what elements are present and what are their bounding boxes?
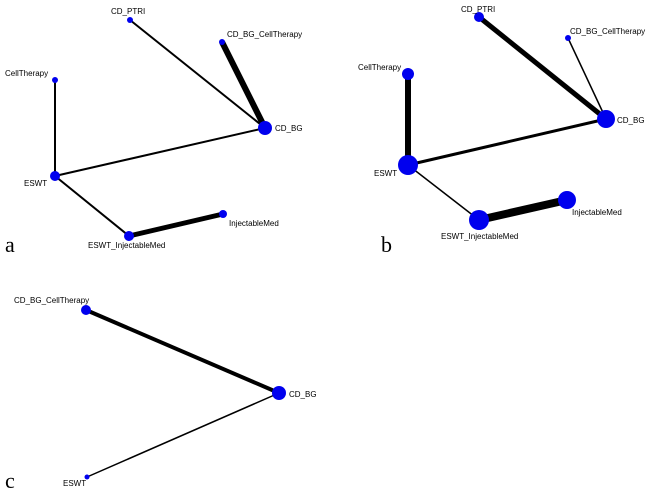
- label-cd-bg: CD_BG: [617, 116, 645, 125]
- node-cd-ptri: [127, 17, 133, 23]
- edge-eswt-cdbg: [54, 127, 266, 177]
- panel-b-edges: [405, 15, 608, 224]
- edge-eswtinjectablemed-injectablemed: [478, 196, 568, 224]
- panel-letter-b: b: [381, 232, 392, 257]
- node-cd-ptri: [474, 12, 484, 22]
- panel-b: CD_PTRI CD_BG_CellTherapy CellTherapy CD…: [358, 5, 645, 257]
- node-cd-bg: [597, 110, 615, 128]
- label-eswt: ESWT: [24, 179, 47, 188]
- node-eswt: [398, 155, 418, 175]
- label-injectablemed: InjectableMed: [229, 219, 279, 228]
- panel-c-edges: [85, 308, 280, 478]
- panel-a: CD_PTRI CD_BG_CellTherapy CellTherapy CD…: [5, 7, 303, 257]
- panel-c-labels: CD_BG_CellTherapy CD_BG ESWT: [14, 296, 317, 488]
- node-injectablemed: [219, 210, 227, 218]
- label-cd-ptri: CD_PTRI: [111, 7, 145, 16]
- node-celltherapy: [52, 77, 58, 83]
- panel-a-nodes: [50, 17, 272, 241]
- label-eswt-injectablemed: ESWT_InjectableMed: [441, 232, 518, 241]
- label-cd-bg: CD_BG: [289, 390, 317, 399]
- label-cd-bg-celltherapy: CD_BG_CellTherapy: [570, 27, 645, 36]
- edge-eswt-cdbg: [407, 117, 607, 167]
- edge-eswt-eswtinjectablemed: [54, 175, 130, 237]
- edge-cdbgcelltherapy-cdbg: [85, 308, 280, 395]
- node-cd-bg-celltherapy: [81, 305, 91, 315]
- panel-letter-a: a: [5, 232, 15, 257]
- panel-letter-c: c: [5, 468, 15, 492]
- node-cd-bg: [272, 386, 286, 400]
- panel-b-labels: CD_PTRI CD_BG_CellTherapy CellTherapy CD…: [358, 5, 645, 241]
- edge-cdptri-cdbg: [477, 15, 608, 121]
- label-celltherapy: CellTherapy: [5, 69, 48, 78]
- label-eswt-injectablemed: ESWT_InjectableMed: [88, 241, 165, 250]
- node-cd-bg: [258, 121, 272, 135]
- label-cd-bg-celltherapy: CD_BG_CellTherapy: [14, 296, 89, 305]
- label-cd-ptri: CD_PTRI: [461, 5, 495, 14]
- label-cd-bg: CD_BG: [275, 124, 303, 133]
- panel-c-nodes: [81, 305, 286, 480]
- label-injectablemed: InjectableMed: [572, 208, 622, 217]
- node-eswt: [50, 171, 60, 181]
- label-celltherapy: CellTherapy: [358, 63, 401, 72]
- panel-a-edges: [54, 19, 268, 239]
- node-injectablemed: [558, 191, 576, 209]
- label-eswt: ESWT: [63, 479, 86, 488]
- node-cd-bg-celltherapy: [219, 39, 225, 45]
- node-eswt-injectablemed: [124, 231, 134, 241]
- edge-cdbgcelltherapy-cdbg: [567, 37, 607, 120]
- edge-eswtinjectablemed-injectablemed: [128, 211, 224, 239]
- edge-cdptri-cdbg: [129, 19, 266, 129]
- label-eswt: ESWT: [374, 169, 397, 178]
- edge-eswt-eswtinjectablemed: [407, 164, 480, 221]
- edge-cdbgcelltherapy-cdbg: [219, 40, 268, 130]
- node-eswt: [84, 474, 90, 480]
- node-cd-bg-celltherapy: [565, 35, 571, 41]
- node-eswt-injectablemed: [469, 210, 489, 230]
- edge-eswt-cdbg: [86, 392, 280, 478]
- node-celltherapy: [402, 68, 414, 80]
- label-cd-bg-celltherapy: CD_BG_CellTherapy: [227, 30, 302, 39]
- panel-a-labels: CD_PTRI CD_BG_CellTherapy CellTherapy CD…: [5, 7, 303, 250]
- panel-b-nodes: [398, 12, 615, 230]
- panel-c: CD_BG_CellTherapy CD_BG ESWT c: [5, 296, 317, 492]
